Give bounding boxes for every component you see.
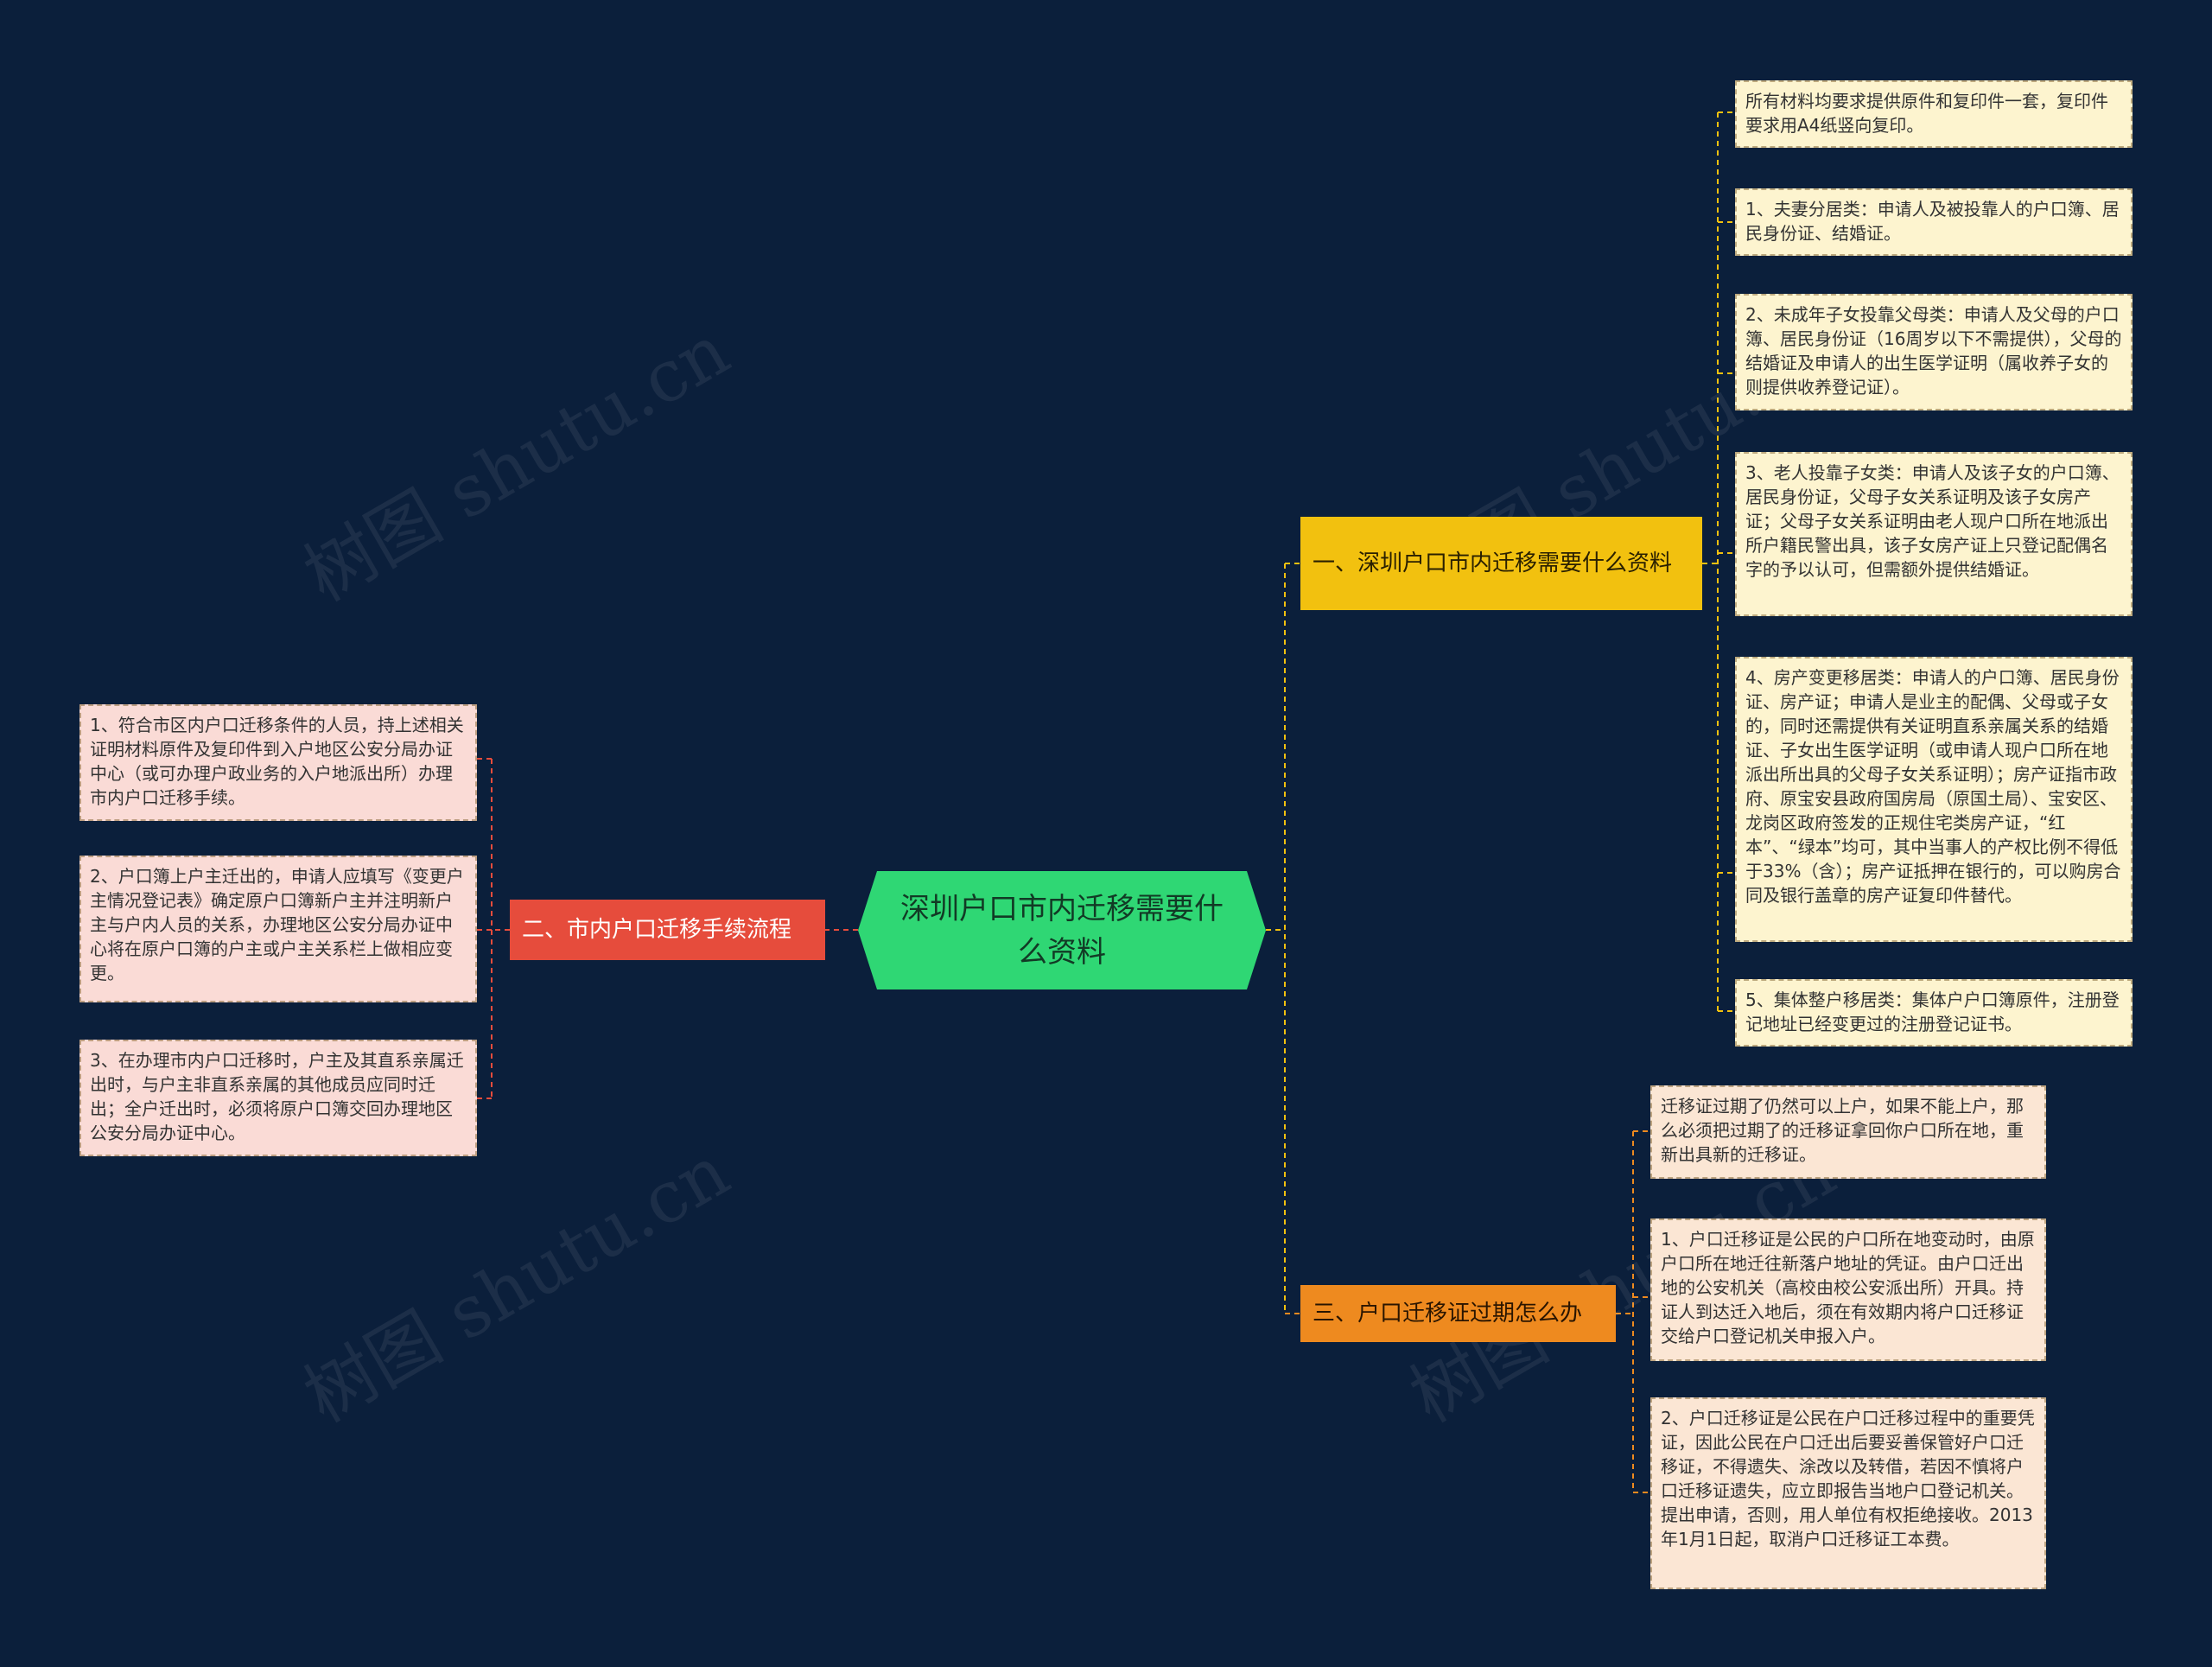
- leaf-text: 2、户口簿上户主迁出的，申请人应填写《变更户主情况登记表》确定原户口簿新户主并注…: [90, 866, 464, 983]
- branch-expired[interactable]: 三、户口迁移证过期怎么办: [1300, 1285, 1616, 1342]
- leaf-expired-2[interactable]: 2、户口迁移证是公民在户口迁移过程中的重要凭证，因此公民在户口迁出后要妥善保管好…: [1650, 1397, 2046, 1589]
- leaf-expired-0[interactable]: 迁移证过期了仍然可以上户，如果不能上户，那么必须把过期了的迁移证拿回你户口所在地…: [1650, 1085, 2046, 1179]
- leaf-text: 所有材料均要求提供原件和复印件一套，复印件要求用A4纸竖向复印。: [1745, 91, 2108, 136]
- leaf-text: 1、符合市区内户口迁移条件的人员，持上述相关证明材料原件及复印件到入户地区公安分…: [90, 715, 464, 808]
- branch-process[interactable]: 二、市内户口迁移手续流程: [510, 900, 825, 960]
- branch-process-label: 二、市内户口迁移手续流程: [522, 917, 792, 943]
- root-topic[interactable]: 深圳户口市内迁移需要什么资料: [858, 871, 1266, 989]
- leaf-text: 3、在办理市内户口迁移时，户主及其直系亲属迁出时，与户主非直系亲属的其他成员应同…: [90, 1050, 464, 1143]
- connector-b1-leaves: [1702, 111, 1735, 1012]
- leaf-text: 1、夫妻分居类：申请人及被投靠人的户口簿、居民身份证、结婚证。: [1745, 199, 2120, 244]
- connector-root-right: [1266, 563, 1286, 1314]
- connector-b2-leaves: [477, 758, 510, 1099]
- leaf-materials-4[interactable]: 4、房产变更移居类：申请人的户口簿、居民身份证、房产证；申请人是业主的配偶、父母…: [1735, 657, 2133, 942]
- branch-expired-label: 三、户口迁移证过期怎么办: [1313, 1301, 1583, 1327]
- leaf-text: 2、户口迁移证是公民在户口迁移过程中的重要凭证，因此公民在户口迁出后要妥善保管好…: [1661, 1408, 2035, 1549]
- leaf-text: 3、老人投靠子女类：申请人及该子女的户口簿、居民身份证，父母子女关系证明及该子女…: [1745, 462, 2120, 580]
- branch-materials-label: 一、深圳户口市内迁移需要什么资料: [1313, 550, 1673, 576]
- root-topic-label: 深圳户口市内迁移需要什么资料: [900, 891, 1224, 970]
- leaf-materials-2[interactable]: 2、未成年子女投靠父母类：申请人及父母的户口簿、居民身份证（16周岁以下不需提供…: [1735, 294, 2133, 410]
- branch-materials[interactable]: 一、深圳户口市内迁移需要什么资料: [1300, 517, 1702, 610]
- leaf-text: 1、户口迁移证是公民的户口所在地变动时，由原户口所在地迁往新落户地址的凭证。由户…: [1661, 1229, 2035, 1346]
- leaf-process-0[interactable]: 1、符合市区内户口迁移条件的人员，持上述相关证明材料原件及复印件到入户地区公安分…: [79, 704, 477, 821]
- leaf-process-2[interactable]: 3、在办理市内户口迁移时，户主及其直系亲属迁出时，与户主非直系亲属的其他成员应同…: [79, 1040, 477, 1156]
- leaf-text: 5、集体整户移居类：集体户户口簿原件，注册登记地址已经变更过的注册登记证书。: [1745, 989, 2120, 1034]
- leaf-materials-0[interactable]: 所有材料均要求提供原件和复印件一套，复印件要求用A4纸竖向复印。: [1735, 80, 2133, 148]
- leaf-text: 2、未成年子女投靠父母类：申请人及父母的户口簿、居民身份证（16周岁以下不需提供…: [1745, 304, 2122, 398]
- leaf-materials-3[interactable]: 3、老人投靠子女类：申请人及该子女的户口簿、居民身份证，父母子女关系证明及该子女…: [1735, 452, 2133, 616]
- leaf-expired-1[interactable]: 1、户口迁移证是公民的户口所在地变动时，由原户口所在地迁往新落户地址的凭证。由户…: [1650, 1218, 2046, 1361]
- connector-b3-leaves: [1616, 1130, 1650, 1493]
- leaf-materials-1[interactable]: 1、夫妻分居类：申请人及被投靠人的户口簿、居民身份证、结婚证。: [1735, 188, 2133, 256]
- leaf-text: 4、房产变更移居类：申请人的户口簿、居民身份证、房产证；申请人是业主的配偶、父母…: [1745, 667, 2121, 906]
- leaf-text: 迁移证过期了仍然可以上户，如果不能上户，那么必须把过期了的迁移证拿回你户口所在地…: [1661, 1096, 2024, 1165]
- leaf-materials-5[interactable]: 5、集体整户移居类：集体户户口簿原件，注册登记地址已经变更过的注册登记证书。: [1735, 979, 2133, 1047]
- leaf-process-1[interactable]: 2、户口簿上户主迁出的，申请人应填写《变更户主情况登记表》确定原户口簿新户主并注…: [79, 856, 477, 1002]
